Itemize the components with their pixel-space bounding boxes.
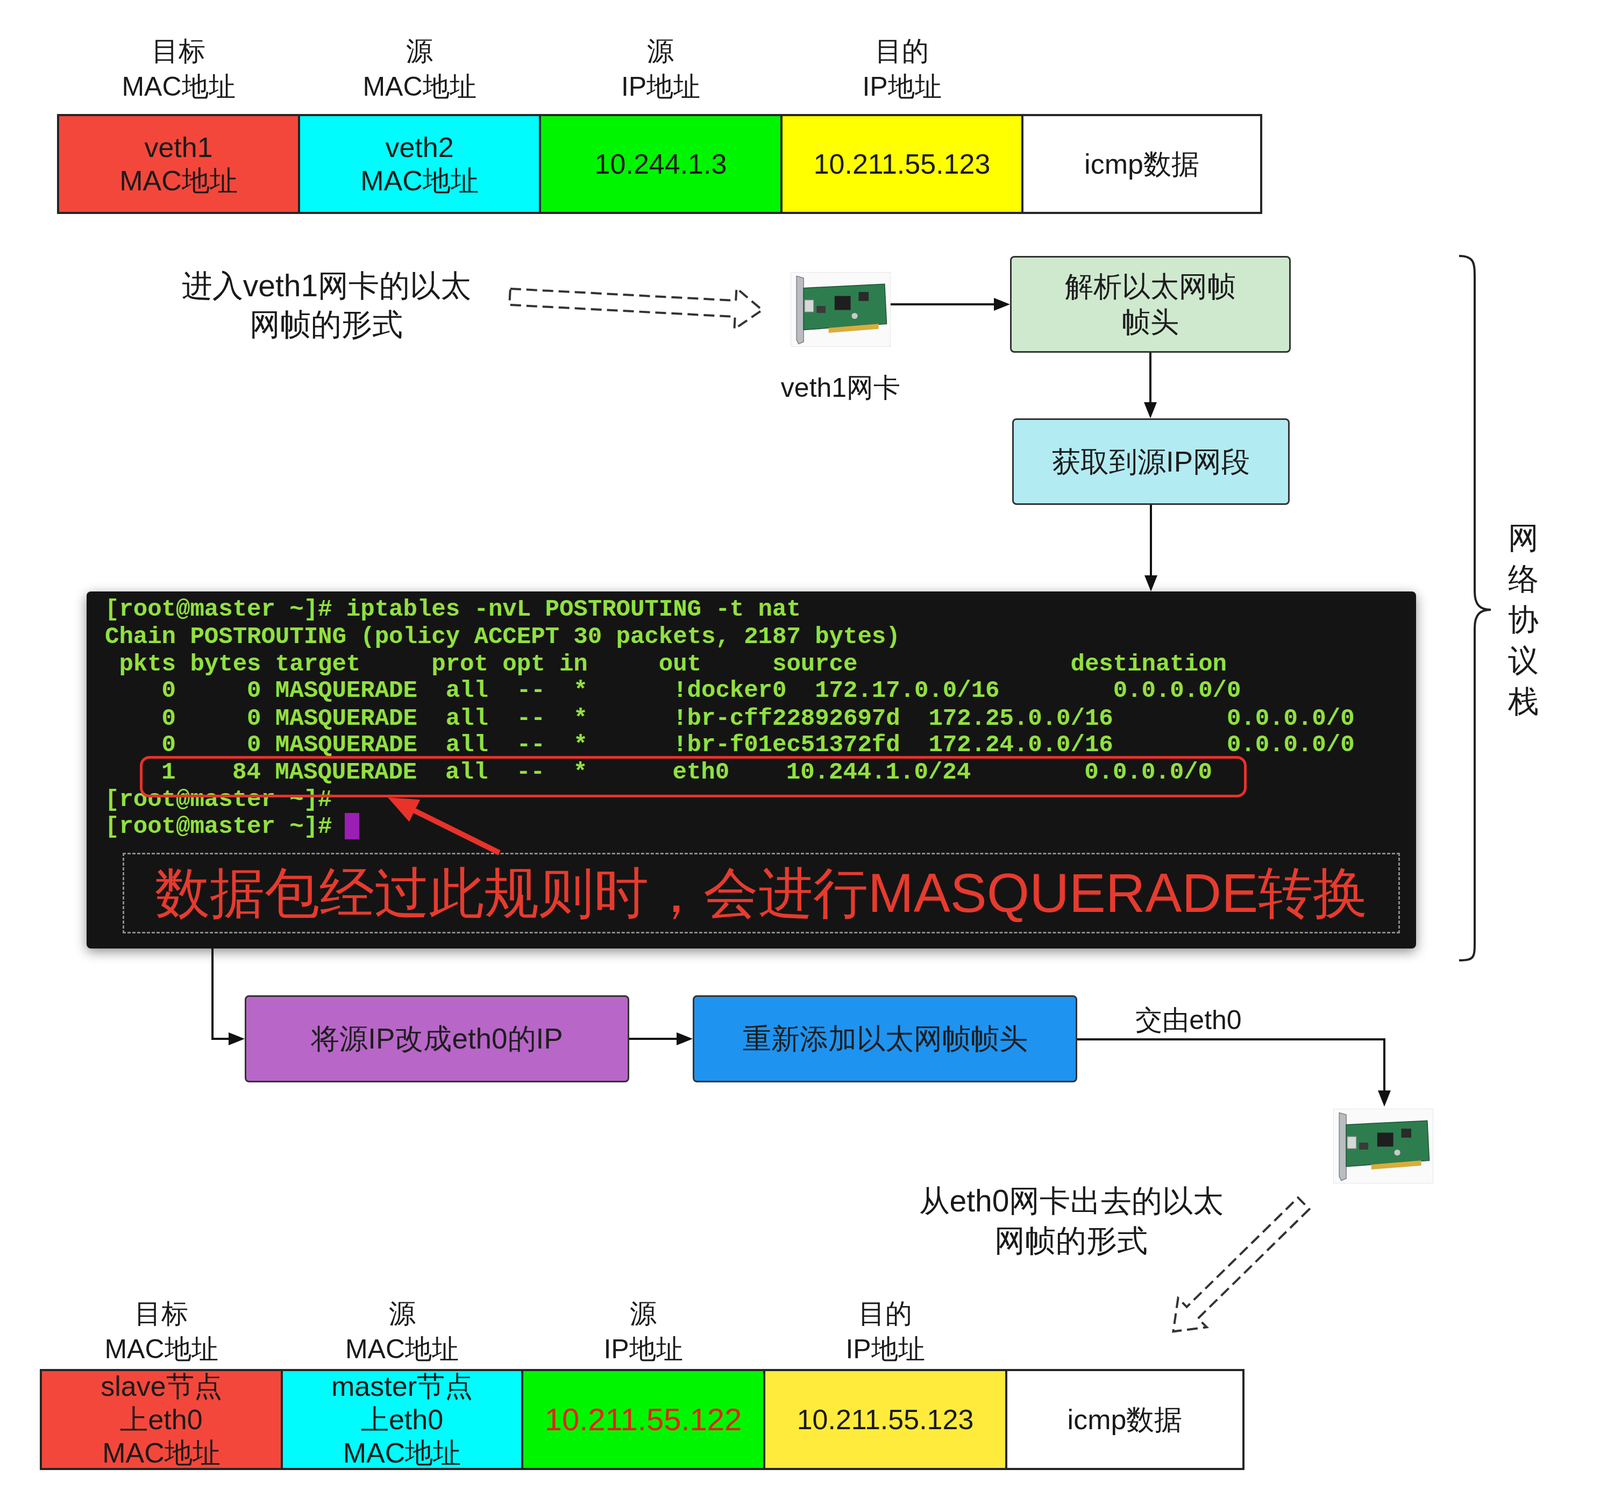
nic-crystal <box>1394 1149 1400 1156</box>
annotation-label: 进入veth1网卡的以太 网帧的形式 <box>181 266 472 344</box>
box-text: 将源IP改成eth0的IP <box>310 1021 563 1057</box>
packet-field: icmp数据 <box>1005 1369 1245 1471</box>
field-heading: 源 IP地址 <box>603 1296 683 1368</box>
field-heading: 源 MAC地址 <box>345 1296 459 1368</box>
packet-field: 源 IP地址10.211.55.122 <box>521 1369 766 1471</box>
field-value: slave节点 上eth0 MAC地址 <box>100 1369 222 1470</box>
packet-field: 源 MAC地址master节点 上eth0 MAC地址 <box>280 1369 524 1471</box>
process-box: 解析以太网帧 帧头 <box>1010 256 1291 353</box>
field-value: icmp数据 <box>1067 1403 1183 1437</box>
field-heading: 目标 MAC地址 <box>121 33 236 105</box>
nic-label: veth1网卡 <box>780 371 901 404</box>
process-box: 获取到源IP网段 <box>1012 418 1290 506</box>
flow-arrow <box>212 948 237 1040</box>
process-box: 将源IP改成eth0的IP <box>244 995 630 1083</box>
field-heading: 目的 IP地址 <box>845 1296 925 1368</box>
callout-text: 数据包经过此规则时，会进行MASQUERADE转换 <box>154 861 1368 926</box>
field-heading: 源 MAC地址 <box>362 33 476 105</box>
terminal-line: [root@master ~]# <box>104 786 332 814</box>
nic-chip <box>858 292 869 302</box>
callout-box: 数据包经过此规则时，会进行MASQUERADE转换 <box>122 852 1400 934</box>
box-text: 获取到源IP网段 <box>1051 444 1250 480</box>
nic-port <box>804 300 814 312</box>
nic-edge-connector <box>1371 1160 1422 1170</box>
field-value: veth2 MAC地址 <box>360 130 479 198</box>
field-value: 10.211.55.123 <box>813 147 991 181</box>
field-heading: 源 IP地址 <box>621 33 701 105</box>
field-value: 10.211.55.123 <box>797 1403 974 1437</box>
nic-bracket <box>796 275 804 344</box>
field-heading: 目标 MAC地址 <box>104 1296 218 1368</box>
packet-field: icmp数据 <box>1021 114 1263 215</box>
nic-backdrop <box>790 272 891 347</box>
highlight-box: 1 84 MASQUERADE all -- * eth0 10.244.1.0… <box>139 756 1247 798</box>
terminal-cursor <box>344 813 360 840</box>
field-value: 10.211.55.122 <box>544 1403 743 1437</box>
nic-illustration <box>790 272 891 347</box>
nic-board <box>803 283 887 330</box>
nic-bracket <box>1339 1112 1347 1181</box>
field-value: master节点 上eth0 MAC地址 <box>331 1369 473 1470</box>
field-value: 10.244.1.3 <box>594 147 728 181</box>
nic-illustration <box>1333 1108 1434 1184</box>
annotation-label: 从eth0网卡出去的以太 网帧的形式 <box>919 1181 1225 1261</box>
nic-chip <box>1359 1142 1369 1150</box>
packet-field: 源 MAC地址veth2 MAC地址 <box>297 114 542 215</box>
flow-arrow <box>890 303 1002 306</box>
nic-crystal <box>851 313 858 319</box>
packet-field: 目的 IP地址10.211.55.123 <box>763 1369 1008 1471</box>
nic-board <box>1346 1120 1429 1167</box>
flow-arrow <box>1149 352 1152 411</box>
handoff-line <box>1077 1039 1385 1099</box>
terminal-line: 0 0 MASQUERADE all -- * !br-cff22892697d… <box>104 705 1355 732</box>
nic-edge-connector <box>828 323 879 333</box>
packet-field: 目的 IP地址10.211.55.123 <box>780 114 1024 215</box>
nic-port <box>1347 1136 1357 1149</box>
terminal-line: 0 0 MASQUERADE all -- * !br-f01ec51372fd… <box>104 731 1355 759</box>
field-heading: 目的 IP地址 <box>862 33 942 105</box>
nic-chip <box>1401 1128 1412 1139</box>
nic-backdrop <box>1333 1108 1434 1184</box>
stack-brace <box>1459 256 1491 961</box>
packet-field: 源 IP地址10.244.1.3 <box>538 114 783 215</box>
nic-chip <box>834 295 851 310</box>
field-value: veth1 MAC地址 <box>119 130 238 198</box>
callout-arrow <box>401 804 500 853</box>
terminal-line: [root@master ~]# iptables -nvL POSTROUTI… <box>104 595 801 623</box>
terminal-line: Chain POSTROUTING (policy ACCEPT 30 pack… <box>104 623 901 651</box>
annotation-label: 网络协议栈 <box>1508 517 1539 722</box>
process-box: 重新添加以太网帧帧头 <box>692 995 1078 1083</box>
flow-arrow <box>1149 505 1152 584</box>
nic-chip <box>1377 1132 1394 1147</box>
box-text: 重新添加以太网帧帧头 <box>742 1021 1028 1057</box>
dashed-hollow-arrow <box>508 276 764 331</box>
terminal-screenshot: [root@master ~]# iptables -nvL POSTROUTI… <box>86 591 1417 949</box>
terminal-line: [root@master ~]# <box>104 813 332 841</box>
terminal-line: 0 0 MASQUERADE all -- * !docker0 172.17.… <box>104 677 1241 704</box>
flow-arrow <box>629 1037 685 1041</box>
packet-field: 目标 MAC地址veth1 MAC地址 <box>57 114 301 215</box>
network-card <box>1333 1108 1434 1184</box>
network-card: veth1网卡 <box>790 272 891 347</box>
box-text: 解析以太网帧 帧头 <box>1064 268 1236 340</box>
nic-chip <box>816 306 826 314</box>
field-value: icmp数据 <box>1084 147 1200 181</box>
terminal-line: 1 84 MASQUERADE all -- * eth0 10.244.1.0… <box>161 758 1213 786</box>
annotation-label: 交由eth0 <box>1135 1004 1242 1037</box>
terminal-line: pkts bytes target prot opt in out source… <box>104 650 1227 678</box>
packet-field: 目标 MAC地址slave节点 上eth0 MAC地址 <box>39 1369 283 1471</box>
